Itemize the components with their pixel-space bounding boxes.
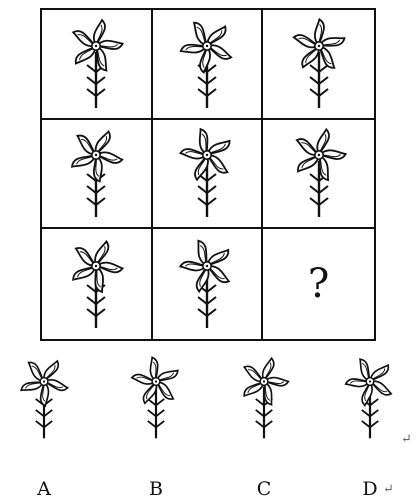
pinwheel-flower-icon bbox=[337, 350, 403, 446]
pinwheel-flower-icon bbox=[60, 125, 132, 221]
return-marker: ↵ bbox=[401, 432, 412, 447]
puzzle-grid: ? bbox=[40, 8, 376, 341]
option-label-a[interactable]: A bbox=[24, 478, 64, 500]
grid-cell-1 bbox=[42, 10, 153, 120]
option-label-c[interactable]: C bbox=[244, 478, 284, 500]
option-c-figure[interactable] bbox=[224, 350, 304, 450]
grid-cell-6 bbox=[263, 120, 374, 230]
grid-cell-9: ? bbox=[263, 229, 374, 339]
pinwheel-flower-icon bbox=[283, 125, 355, 221]
question-mark: ? bbox=[308, 261, 329, 307]
pinwheel-flower-icon bbox=[123, 350, 189, 446]
grid-cell-8 bbox=[153, 229, 264, 339]
pinwheel-flower-icon bbox=[171, 236, 243, 332]
option-a-figure[interactable] bbox=[4, 350, 84, 450]
grid-cell-5 bbox=[153, 120, 264, 230]
pinwheel-flower-icon bbox=[11, 350, 77, 446]
answer-options: ↵ bbox=[0, 350, 416, 450]
pinwheel-flower-icon bbox=[60, 236, 132, 332]
pinwheel-flower-icon bbox=[60, 16, 132, 112]
grid-cell-4 bbox=[42, 120, 153, 230]
pinwheel-flower-icon bbox=[171, 125, 243, 221]
pinwheel-flower-icon bbox=[231, 350, 297, 446]
option-b-figure[interactable] bbox=[116, 350, 196, 450]
pinwheel-flower-icon bbox=[171, 16, 243, 112]
option-label-b[interactable]: B bbox=[136, 478, 176, 500]
grid-cell-7 bbox=[42, 229, 153, 339]
grid-cell-3 bbox=[263, 10, 374, 120]
option-labels: A B C D ↵ bbox=[0, 478, 416, 502]
return-marker: ↵ bbox=[383, 482, 394, 497]
option-d-figure[interactable] bbox=[330, 350, 410, 450]
pinwheel-flower-icon bbox=[283, 16, 355, 112]
grid-cell-2 bbox=[153, 10, 264, 120]
